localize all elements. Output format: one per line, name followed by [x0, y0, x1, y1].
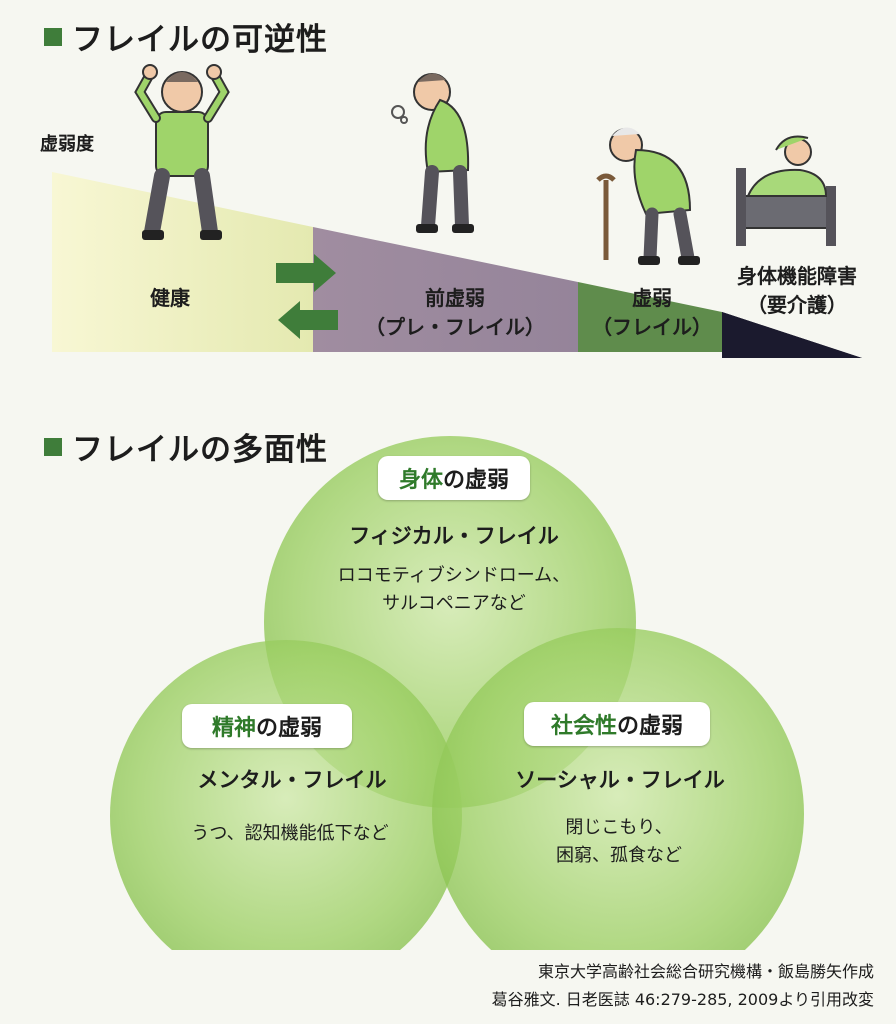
physical-frailty-title: 身体の虚弱: [378, 456, 530, 500]
mental-frailty-subtitle: メンタル・フレイル: [197, 768, 387, 792]
square-bullet-icon: [44, 437, 62, 456]
credit-line-1: 東京大学高齢社会総合研究機構・飯島勝矢作成: [537, 962, 874, 981]
physical-frailty-examples: ロコモティブシンドローム、 サルコペニアなど: [337, 565, 571, 614]
bedridden-person-icon: [736, 135, 836, 246]
arrow-right-icon: [276, 254, 336, 292]
mental-frailty-examples: うつ、認知機能低下など: [191, 823, 389, 844]
section-title-reversibility: フレイルの可逆性: [44, 14, 328, 59]
healthy-man-icon: [134, 64, 230, 240]
arrow-left-icon: [278, 301, 338, 339]
social-frailty-subtitle: ソーシャル・フレイル: [515, 768, 725, 792]
stage-label-healthy: 健康: [150, 286, 190, 310]
segment-pre-frail: [313, 227, 578, 352]
frailty-axis-label: 虚弱度: [40, 134, 94, 155]
segment-frail: [578, 282, 722, 352]
physical-frailty-subtitle: フィジカル・フレイル: [349, 524, 559, 548]
section-title-text: フレイルの多面性: [72, 432, 328, 468]
stage-label-disabled: 身体機能障害 （要介護）: [737, 264, 857, 317]
square-bullet-icon: [44, 27, 62, 46]
section-title-text: フレイルの可逆性: [72, 22, 328, 58]
section-title-multifaceted: フレイルの多面性: [44, 424, 328, 469]
frail-man-with-cane-icon: [596, 127, 700, 265]
social-frailty-examples: 閉じこもり、 困窮、孤食など: [556, 817, 682, 866]
stage-label-frail: 虚弱 （フレイル）: [592, 286, 712, 339]
mental-frailty-title: 精神の虚弱: [182, 704, 352, 748]
frailty-spectrum: [52, 64, 862, 358]
stage-label-pre-frail: 前虚弱 （プレ・フレイル）: [365, 286, 545, 339]
segment-healthy: [52, 172, 313, 352]
social-frailty-title: 社会性の虚弱: [524, 702, 710, 746]
venn-diagram: [110, 436, 804, 950]
tired-man-icon: [391, 73, 474, 233]
credit-line-2: 葛谷雅文. 日老医誌 46:279-285, 2009より引用改変: [491, 990, 874, 1009]
